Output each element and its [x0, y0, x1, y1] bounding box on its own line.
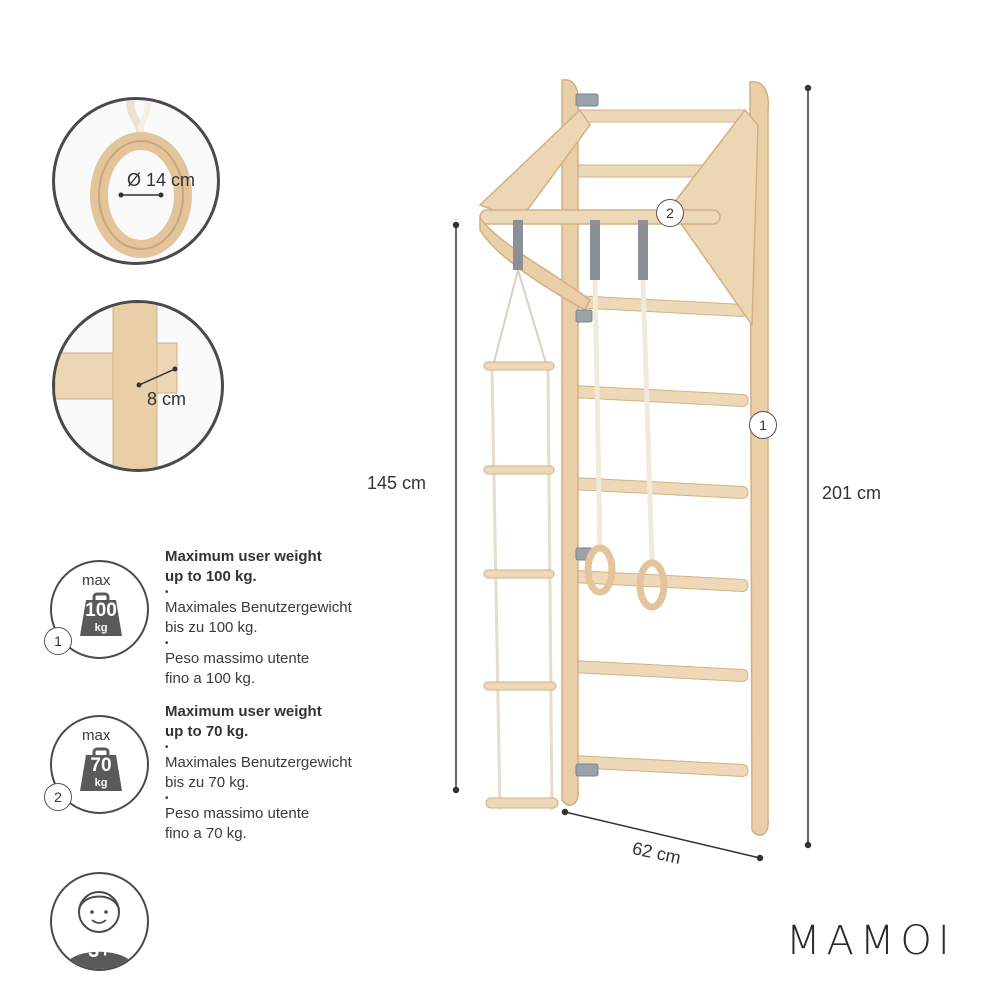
- dimension-lines: [452, 84, 812, 862]
- dimension-height-ladder: 145 cm: [367, 473, 427, 493]
- weight-it-line2: fino a 100 kg.: [165, 670, 256, 687]
- wall-brackets: [575, 93, 599, 777]
- bullet-dot: •: [165, 587, 169, 598]
- weight-it-line2: fino a 70 kg.: [165, 825, 247, 842]
- gymnastic-ring-illustration: [90, 100, 192, 258]
- bullet-dot: •: [165, 638, 169, 649]
- weight-de-line1: Maximales Benutzergewicht: [165, 754, 352, 771]
- weight-unit: kg: [94, 777, 108, 789]
- marker-one: 1: [749, 411, 777, 439]
- age-label: 3+: [88, 940, 111, 962]
- bullet-dot: •: [165, 742, 169, 753]
- age-badge-circle: 3+: [50, 872, 149, 971]
- wall-bars-illustration: [452, 79, 812, 862]
- rope-ladder: [483, 220, 559, 811]
- weight-en-line2: up to 100 kg.: [165, 568, 257, 585]
- beam-illustration: [55, 303, 178, 469]
- weight-en-line1: Maximum user weight: [165, 703, 322, 720]
- weight-en-line2: up to 70 kg.: [165, 723, 249, 740]
- weight-de-line1: Maximales Benutzergewicht: [165, 599, 352, 616]
- weight-badge-1: 1: [44, 627, 72, 655]
- ring-detail-circle: Ø 14 cm: [52, 97, 220, 265]
- weight-it-line1: Peso massimo utente: [165, 805, 310, 822]
- hanging-gymnastic-rings: [584, 220, 668, 611]
- max-label: max: [82, 727, 111, 744]
- weight-unit: kg: [94, 622, 108, 634]
- weight-it-line1: Peso massimo utente: [165, 650, 310, 667]
- pullup-frame: [478, 108, 759, 328]
- beam-detail-circle: 8 cm: [52, 300, 224, 472]
- weight-value: 100: [85, 600, 117, 621]
- weight-en-line1: Maximum user weight: [165, 548, 322, 565]
- bullet-dot: •: [165, 793, 169, 804]
- weight-value: 70: [90, 755, 112, 776]
- child-face-icon: [64, 891, 135, 969]
- brand-logo: MAMOI: [786, 918, 956, 964]
- weight-badge-2: 2: [44, 783, 72, 811]
- weight-icon: [80, 747, 122, 791]
- marker-two: 2: [656, 199, 684, 227]
- weight-de-line2: bis zu 70 kg.: [165, 774, 250, 791]
- ring-diameter-label: Ø 14 cm: [127, 170, 196, 190]
- weight-de-line2: bis zu 100 kg.: [165, 619, 258, 636]
- uprights: [561, 79, 770, 836]
- weight-icon: [80, 592, 122, 636]
- max-label: max: [82, 572, 111, 589]
- beam-width-label: 8 cm: [147, 389, 187, 409]
- dimension-height-total: 201 cm: [822, 483, 882, 503]
